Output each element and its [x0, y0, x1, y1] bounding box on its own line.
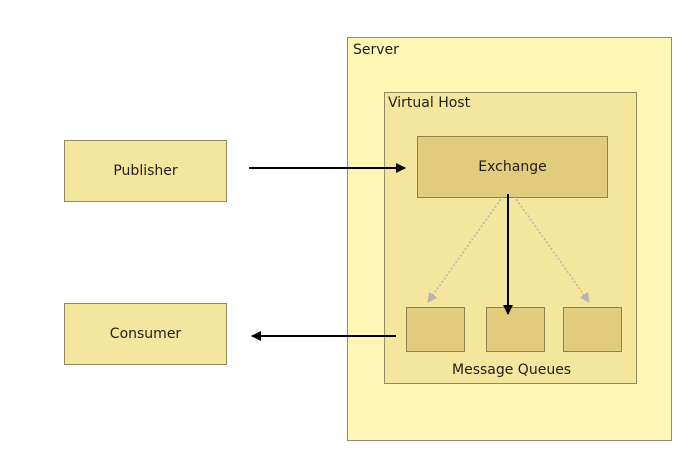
- virtual-host-label: Virtual Host: [388, 95, 471, 111]
- message-queue-2: [486, 307, 545, 352]
- message-queues-label: Message Queues: [452, 362, 572, 378]
- exchange-to-queue-1-dotted-arrow: [427, 195, 504, 303]
- publisher-box: Publisher: [64, 140, 227, 202]
- message-queue-1: [406, 307, 465, 352]
- exchange-label: Exchange: [478, 159, 547, 175]
- message-queue-3: [563, 307, 622, 352]
- server-label: Server: [353, 42, 399, 58]
- consumer-box: Consumer: [64, 303, 227, 365]
- publisher-label: Publisher: [113, 163, 178, 179]
- exchange-to-queue-3-dotted-arrow: [513, 195, 590, 303]
- consumer-label: Consumer: [109, 326, 182, 342]
- exchange-box: Exchange: [417, 136, 608, 198]
